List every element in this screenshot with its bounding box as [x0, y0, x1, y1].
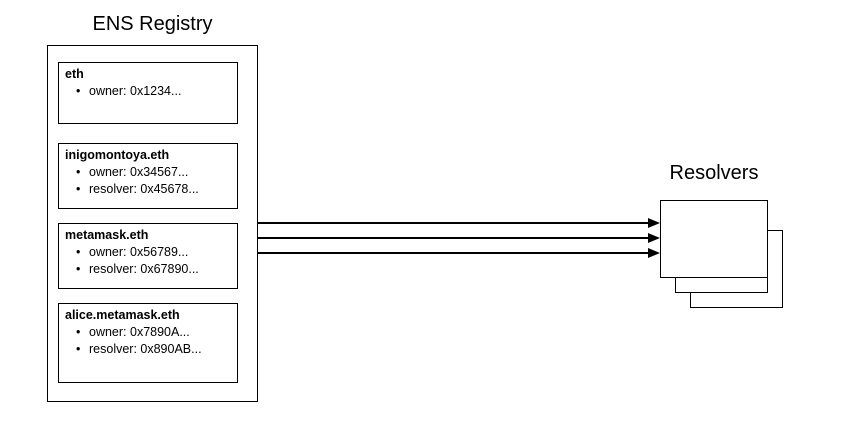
resolvers-title: Resolvers: [669, 162, 759, 184]
record-field-list: owner: 0x56789... resolver: 0x67890...: [59, 244, 237, 278]
arrowhead-icon: [648, 217, 660, 228]
record-field-list: owner: 0x34567... resolver: 0x45678...: [59, 164, 237, 198]
record-field: owner: 0x56789...: [59, 244, 237, 261]
record-box-alice-metamask-eth[interactable]: alice.metamask.eth owner: 0x7890A... res…: [58, 303, 238, 383]
record-name: metamask.eth: [65, 228, 149, 242]
record-box-inigomontoya-eth[interactable]: inigomontoya.eth owner: 0x34567... resol…: [58, 143, 238, 209]
record-box-metamask-eth[interactable]: metamask.eth owner: 0x56789... resolver:…: [58, 223, 238, 289]
record-field: owner: 0x7890A...: [59, 324, 237, 341]
record-field: resolver: 0x67890...: [59, 261, 237, 278]
record-field-list: owner: 0x1234...: [59, 83, 237, 100]
record-field: resolver: 0x45678...: [59, 181, 237, 198]
resolver-box-front[interactable]: [660, 200, 768, 278]
arrowhead-icon: [648, 232, 660, 243]
ens-registry-title: ENS Registry: [92, 13, 213, 35]
record-name: inigomontoya.eth: [65, 148, 170, 162]
record-name: alice.metamask.eth: [65, 308, 180, 322]
record-box-eth[interactable]: eth owner: 0x1234...: [58, 62, 238, 124]
connector-line: [258, 237, 652, 239]
record-field: resolver: 0x890AB...: [59, 341, 237, 358]
record-name: eth: [65, 67, 84, 81]
record-field: owner: 0x34567...: [59, 164, 237, 181]
record-field: owner: 0x1234...: [59, 83, 237, 100]
arrowhead-icon: [648, 247, 660, 258]
record-field-list: owner: 0x7890A... resolver: 0x890AB...: [59, 324, 237, 358]
connector-line: [258, 252, 652, 254]
connector-line: [258, 222, 652, 224]
